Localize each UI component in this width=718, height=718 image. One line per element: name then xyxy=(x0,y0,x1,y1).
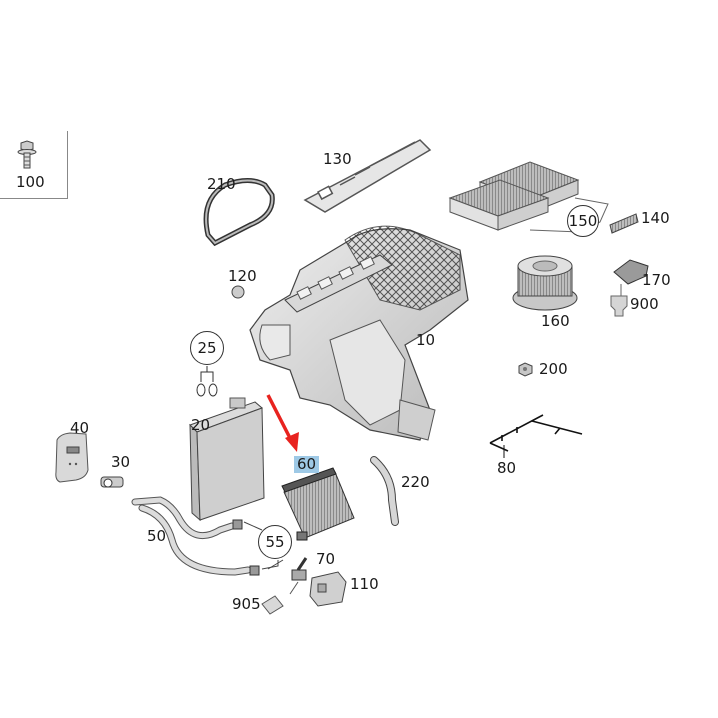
blower-regulator-170-icon xyxy=(613,259,649,296)
wiring-harness-80-icon xyxy=(489,414,583,458)
o-rings-25-icon xyxy=(196,366,218,397)
filter-strip-140-icon xyxy=(609,213,639,234)
plug-900-icon xyxy=(610,295,628,317)
part-label-40[interactable]: 40 xyxy=(70,419,90,437)
part-label-20[interactable]: 20 xyxy=(191,416,211,434)
seal-55-leaders xyxy=(243,521,284,570)
valve-70-icon xyxy=(289,557,308,595)
clip-120-icon xyxy=(231,285,245,299)
part-label-70[interactable]: 70 xyxy=(316,550,336,568)
nut-200-icon xyxy=(518,362,533,377)
part-label-25[interactable]: 25 xyxy=(190,331,224,365)
refrigerant-lines-50-icon xyxy=(131,496,260,576)
part-label-160[interactable]: 160 xyxy=(541,312,570,330)
bolt-icon xyxy=(17,140,37,169)
cabin-filter-150-icon xyxy=(448,161,609,233)
part-label-170[interactable]: 170 xyxy=(642,271,671,289)
sensor-30-icon xyxy=(100,476,124,488)
part-label-140[interactable]: 140 xyxy=(641,209,670,227)
part-label-130[interactable]: 130 xyxy=(323,150,352,168)
hose-220-icon xyxy=(370,456,399,526)
part-label-110[interactable]: 110 xyxy=(350,575,379,593)
part-label-10[interactable]: 10 xyxy=(416,331,436,349)
pad-905-icon xyxy=(261,595,284,615)
part-label-150[interactable]: 150 xyxy=(567,205,599,237)
evaporator-20-icon xyxy=(189,397,265,522)
blower-motor-160-icon xyxy=(512,255,578,311)
part-label-900[interactable]: 900 xyxy=(630,295,659,313)
part-label-120[interactable]: 120 xyxy=(228,267,257,285)
part-label-210[interactable]: 210 xyxy=(207,175,236,193)
actuator-110-icon xyxy=(309,571,347,607)
hvac-housing-10-icon xyxy=(249,225,469,441)
heater-core-60-icon xyxy=(281,467,355,541)
part-label-905[interactable]: 905 xyxy=(232,595,261,613)
gasket-210-icon xyxy=(203,178,275,247)
part-label-220[interactable]: 220 xyxy=(401,473,430,491)
red-arrow-icon xyxy=(266,394,299,452)
inset-box-bolt xyxy=(0,131,68,199)
part-label-60-highlighted[interactable]: 60 xyxy=(294,456,320,473)
gasket-130-icon xyxy=(303,139,432,213)
part-label-80[interactable]: 80 xyxy=(497,459,517,477)
part-label-200[interactable]: 200 xyxy=(539,360,568,378)
part-label-30[interactable]: 30 xyxy=(111,453,131,471)
cover-40-icon xyxy=(55,432,89,483)
part-label-55[interactable]: 55 xyxy=(258,525,292,559)
part-label-50[interactable]: 50 xyxy=(147,527,167,545)
part-label-100[interactable]: 100 xyxy=(16,173,45,191)
